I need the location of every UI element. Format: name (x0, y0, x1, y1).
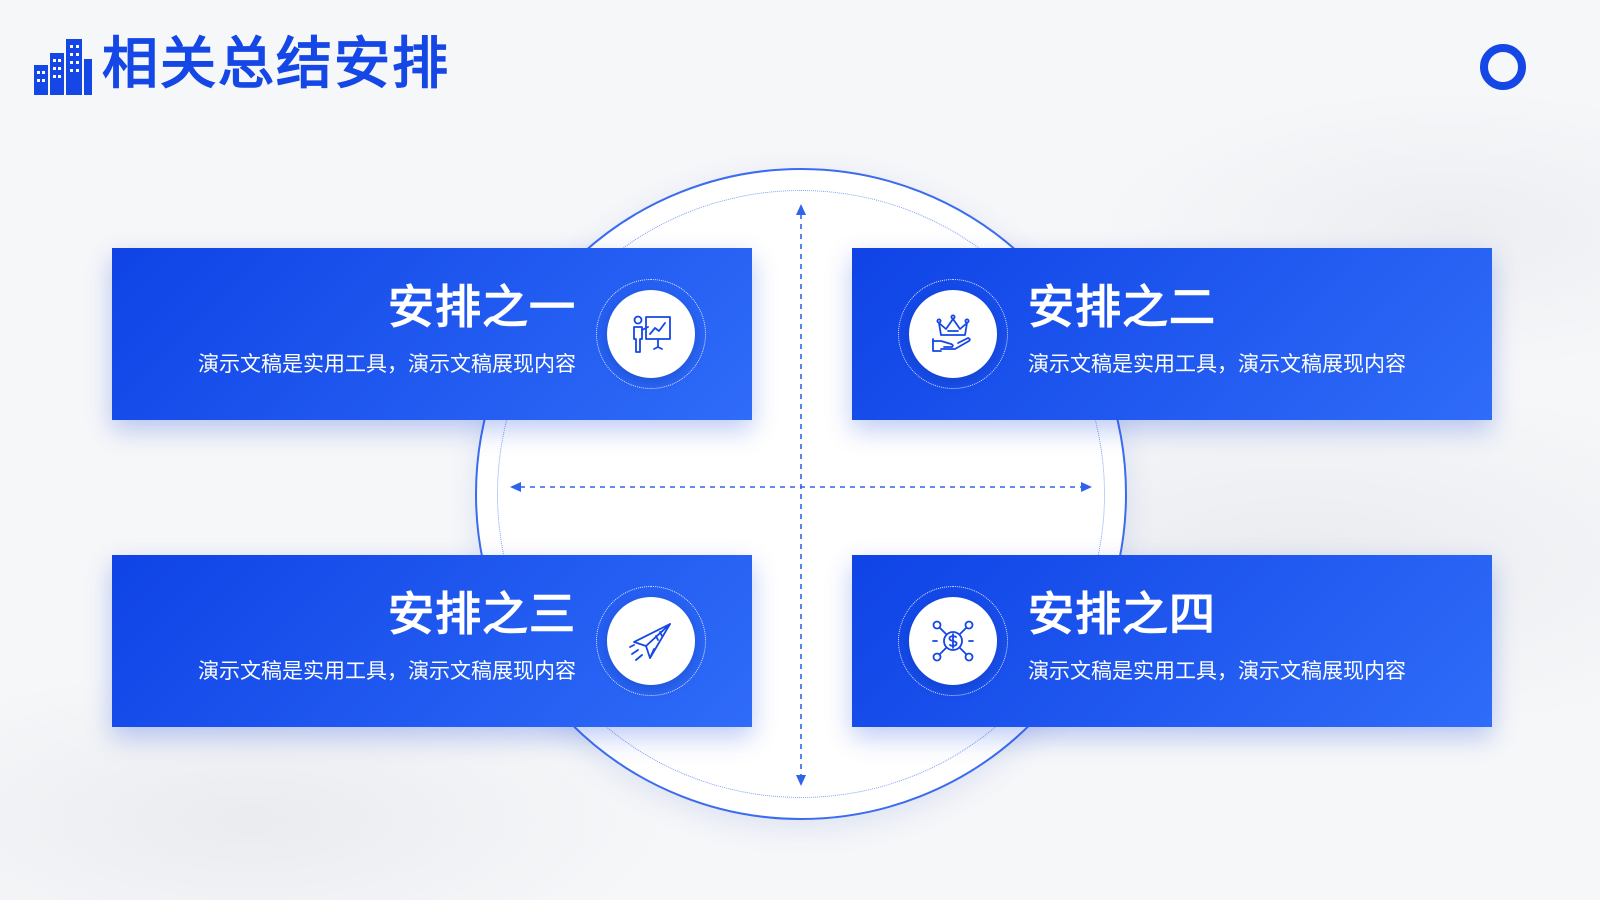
card-title: 安排之一 (388, 280, 576, 334)
money-network-icon (932, 620, 974, 662)
card-description: 演示文稿是实用工具，演示文稿展现内容 (198, 352, 576, 376)
icon-badge-ring (898, 586, 1008, 696)
icon-badge (607, 597, 695, 685)
city-buildings-icon (34, 39, 92, 95)
card-description: 演示文稿是实用工具，演示文稿展现内容 (198, 659, 576, 683)
card-title: 安排之三 (388, 587, 576, 641)
card-arrangement-4: 安排之四 演示文稿是实用工具，演示文稿展现内容 (852, 555, 1492, 727)
icon-badge (909, 290, 997, 378)
presentation-board-icon (633, 315, 671, 353)
paper-plane-icon (629, 623, 671, 661)
card-description: 演示文稿是实用工具，演示文稿展现内容 (1028, 352, 1406, 376)
card-description: 演示文稿是实用工具，演示文稿展现内容 (1028, 659, 1406, 683)
card-arrangement-2: 安排之二 演示文稿是实用工具，演示文稿展现内容 (852, 248, 1492, 420)
card-arrangement-1: 安排之一 演示文稿是实用工具，演示文稿展现内容 (112, 248, 752, 420)
ring-decoration (1480, 44, 1526, 90)
icon-badge-ring (596, 586, 706, 696)
icon-badge-ring (596, 279, 706, 389)
card-title: 安排之四 (1028, 587, 1216, 641)
slide-header: 相关总结安排 (34, 30, 450, 100)
icon-badge (607, 290, 695, 378)
crown-hand-icon (932, 314, 971, 352)
card-arrangement-3: 安排之三 演示文稿是实用工具，演示文稿展现内容 (112, 555, 752, 727)
card-title: 安排之二 (1028, 280, 1216, 334)
icon-badge-ring (898, 279, 1008, 389)
page-title: 相关总结安排 (102, 32, 450, 97)
icon-badge (909, 597, 997, 685)
center-circle-dotted-ring (497, 190, 1105, 798)
